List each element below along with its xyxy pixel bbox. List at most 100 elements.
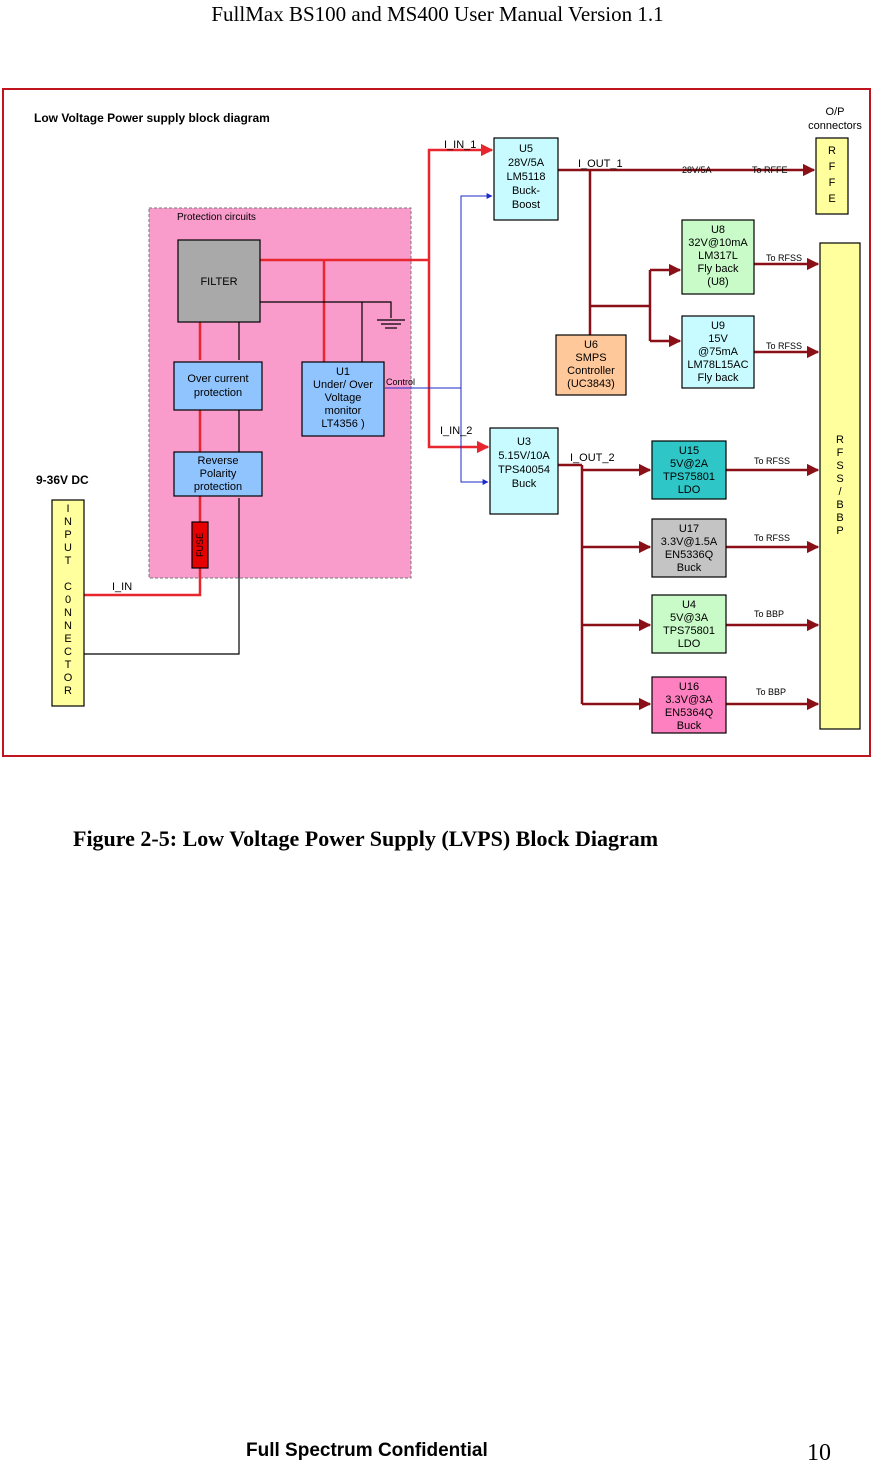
over-current-label: protection <box>194 387 242 399</box>
input-connector-letter: N <box>64 620 72 632</box>
op-connectors-label-1: O/P <box>826 106 845 118</box>
i-in-2-label: I_IN_2 <box>440 425 472 437</box>
input-connector-letter: U <box>64 542 72 554</box>
u1-block <box>301 361 385 437</box>
diagram-title: Low Voltage Power supply block diagram <box>34 111 270 125</box>
fuse <box>191 521 209 569</box>
i-out-1-label: I_OUT_1 <box>578 158 623 170</box>
page-number: 10 <box>807 1440 831 1466</box>
rffe-letter: F <box>829 161 836 173</box>
u17-label: Buck <box>677 562 702 574</box>
u4-label: LDO <box>678 638 701 650</box>
u15-label: 5V@2A <box>670 458 709 470</box>
u6-label: (UC3843) <box>567 378 615 390</box>
input-connector-letter: I <box>66 503 69 515</box>
u9-label: 15V <box>708 333 728 345</box>
u9-label: LM78L15AC <box>687 359 748 371</box>
input-connector-letter: E <box>64 633 71 645</box>
u3-label: U3 <box>517 436 531 448</box>
u5-label: LM5118 <box>507 171 546 183</box>
u1-label: U1 <box>336 366 350 378</box>
u4-label: U4 <box>682 599 696 611</box>
u8-label: 32V@10mA <box>688 237 748 249</box>
input-power-wires <box>79 143 494 597</box>
u4-label: TPS75801 <box>663 625 715 637</box>
u5-label: U5 <box>519 143 533 155</box>
rfss-letter: B <box>836 499 843 511</box>
fuse-label: FUSE <box>195 533 205 557</box>
u15-output-label: To RFSS <box>754 456 790 466</box>
u15-label: TPS75801 <box>663 471 715 483</box>
u15-label: U15 <box>679 445 699 457</box>
input-connector-letter: O <box>64 672 73 684</box>
i-in-1-label: I_IN_1 <box>444 139 476 151</box>
input-connector-letter: R <box>64 685 72 697</box>
reverse-polarity-label: Polarity <box>200 468 237 480</box>
u1-label: Under/ Over <box>313 379 373 391</box>
u15-label: LDO <box>678 484 701 496</box>
u17-label: EN5336Q <box>665 549 714 561</box>
rffe-letter: E <box>828 193 835 205</box>
u9-output-label: To RFSS <box>766 341 802 351</box>
to-rffe-label: To RFFE <box>752 165 788 175</box>
u5-label: Buck- <box>512 185 540 197</box>
u6-label: Controller <box>567 365 615 377</box>
u4-output-label: To BBP <box>754 609 784 619</box>
u1-label: monitor <box>325 405 362 417</box>
output-wires <box>558 163 820 711</box>
u6-label: U6 <box>584 339 598 351</box>
u8-block <box>681 219 755 295</box>
rfss-letter: R <box>836 434 844 446</box>
u8-output-label: To RFSS <box>766 253 802 263</box>
u8-label: (U8) <box>707 276 728 288</box>
u8-label: LM317L <box>698 250 738 262</box>
control-wire <box>385 193 493 485</box>
rfss-letter: / <box>838 486 842 498</box>
rffe-letter: R <box>828 145 836 157</box>
u1-label: LT4356 ) <box>321 418 364 430</box>
u5-block <box>493 137 559 221</box>
page-header: FullMax BS100 and MS400 User Manual Vers… <box>211 2 664 26</box>
u3-label: Buck <box>512 478 537 490</box>
control-label: Control <box>386 377 415 387</box>
figure-caption: Figure 2-5: Low Voltage Power Supply (LV… <box>73 826 659 851</box>
u9-label: @75mA <box>698 346 739 358</box>
rfss-letter: B <box>836 512 843 524</box>
u17-block <box>651 518 727 578</box>
rffe-connector <box>815 137 849 215</box>
input-connector-letters: I N P U T C 0 N N E C T O R <box>64 503 73 697</box>
op-connectors-label-2: connectors <box>808 120 862 132</box>
rffe-letter: F <box>829 177 836 189</box>
u16-label: 3.3V@3A <box>665 694 713 706</box>
input-voltage-label: 9-36V DC <box>36 473 89 487</box>
i-out-2-label: I_OUT_2 <box>570 452 615 464</box>
u17-output-label: To RFSS <box>754 533 790 543</box>
u6-label: SMPS <box>575 352 606 364</box>
diagram-frame: Low Voltage Power supply block diagram O… <box>2 88 871 757</box>
input-connector-letter: N <box>64 516 72 528</box>
u6-block <box>555 334 627 396</box>
rfss-bbp-connector <box>819 242 861 730</box>
u16-label: U16 <box>679 681 699 693</box>
ground-wires <box>79 301 405 655</box>
u8-label: U8 <box>711 224 725 236</box>
u17-label: 3.3V@1.5A <box>661 536 718 548</box>
u4-block <box>651 594 727 654</box>
input-connector-letter: C <box>64 646 72 658</box>
u9-block <box>681 315 755 389</box>
rfss-letter: F <box>837 447 844 459</box>
u16-label: Buck <box>677 720 702 732</box>
reverse-polarity-protection-block <box>173 451 263 497</box>
reverse-polarity-label: protection <box>194 481 242 493</box>
rffe-rating-label: 28V/5A <box>682 165 712 175</box>
rfss-letter: S <box>836 460 843 472</box>
u3-label: 5.15V/10A <box>498 450 550 462</box>
u5-label: Boost <box>512 199 540 211</box>
filter-label: FILTER <box>200 276 237 288</box>
i-in-label: I_IN <box>112 581 132 593</box>
input-connector-letter: P <box>64 529 71 541</box>
reverse-polarity-label: Reverse <box>198 455 239 467</box>
u4-label: 5V@3A <box>670 612 709 624</box>
u8-label: Fly back <box>698 263 739 275</box>
u3-block <box>489 427 559 515</box>
